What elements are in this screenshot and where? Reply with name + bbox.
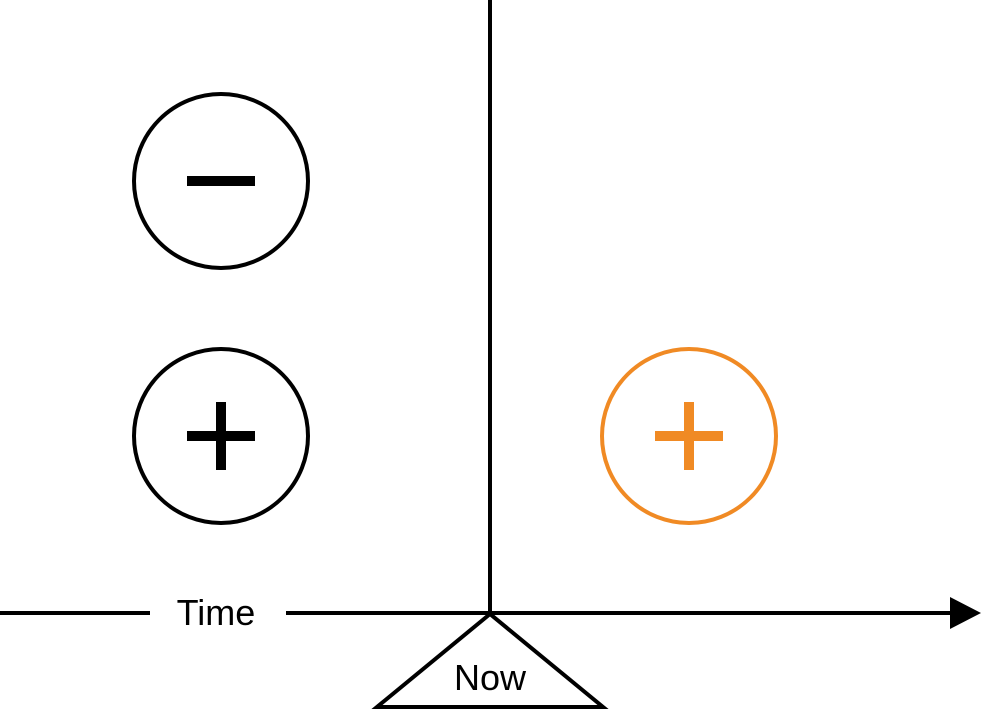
past-minus-circle bbox=[132, 92, 310, 270]
past-plus-circle bbox=[132, 347, 310, 525]
minus-icon bbox=[187, 176, 255, 186]
plus-icon bbox=[655, 402, 723, 470]
time-axis-arrowhead bbox=[950, 597, 981, 629]
now-label: Now bbox=[454, 657, 527, 698]
plus-icon bbox=[187, 402, 255, 470]
past-plus-symbol bbox=[132, 347, 310, 525]
now-triangle-marker bbox=[371, 611, 609, 709]
future-plus-circle bbox=[600, 347, 778, 525]
future-plus-symbol bbox=[600, 347, 778, 525]
past-minus-symbol bbox=[132, 92, 310, 270]
time-axis-label: Time bbox=[177, 592, 256, 633]
